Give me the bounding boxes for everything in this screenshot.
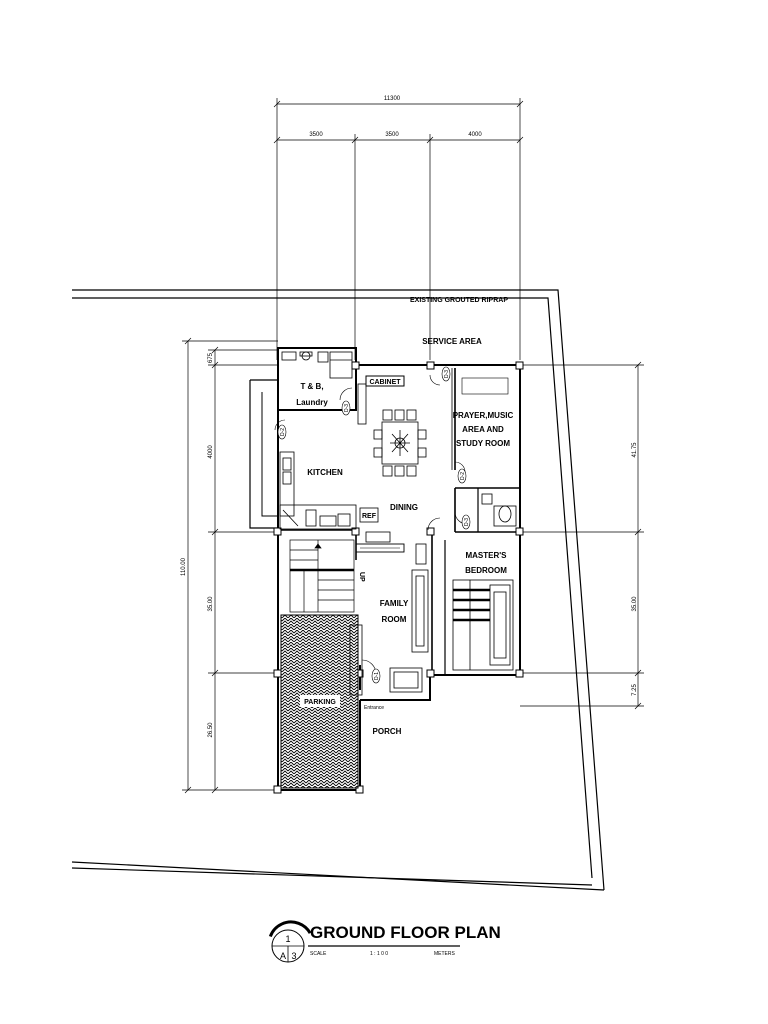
masters-label-line2: BEDROOM [465, 566, 507, 575]
master-toilet-fixtures [481, 493, 517, 527]
dim-left-1: 675 [208, 352, 214, 363]
dim-top-1: 3500 [309, 132, 323, 138]
ref-label: REF [362, 513, 377, 520]
door-tag-d2-kitchen: D-2 [280, 428, 286, 436]
dining-table [373, 409, 427, 477]
parking-label: PARKING [304, 699, 336, 706]
prayer-label-line3: STUDY ROOM [456, 439, 510, 448]
cabinet-shape [365, 375, 405, 387]
page-title: GROUND FLOOR PLAN [310, 923, 501, 942]
prayer-label-line1: PRAYER,MUSIC [453, 411, 514, 420]
left-dimensions [182, 337, 278, 794]
ref-shape [359, 507, 379, 523]
dim-right-1: 41.75 [632, 442, 638, 458]
buffet-shape [355, 543, 405, 553]
masters-furniture [452, 579, 514, 671]
stairs [289, 539, 355, 613]
scale-label: SCALE [310, 951, 327, 957]
sheet-letter: A [280, 951, 286, 961]
family-label-line2: ROOM [382, 615, 407, 624]
masters-label-line1: MASTER'S [465, 551, 507, 560]
detail-number: 1 [285, 934, 290, 944]
up-label: UP [358, 572, 365, 582]
prayer-label-line2: AREA AND [462, 425, 504, 434]
dining-label: DINING [390, 503, 418, 512]
family-sofa [389, 543, 429, 693]
entrance-label: Entrance [364, 705, 384, 711]
dim-left-2: 4000 [208, 445, 214, 459]
prayer-desk [461, 377, 509, 395]
columns [273, 361, 524, 794]
door-tag-d3-tb: D-3 [344, 404, 350, 412]
tb-label-line1: T & B, [300, 382, 323, 391]
dim-left-3: 35.00 [208, 596, 214, 612]
door-tags [277, 366, 471, 684]
tb-fixtures [281, 351, 353, 379]
dim-top-total: 11300 [384, 96, 401, 102]
riprap-label: EXISTING GROUTED RIPRAP [410, 297, 508, 304]
scale-value: 1 : 1 0 0 [370, 951, 388, 957]
dim-top-2: 3500 [385, 132, 399, 138]
dim-top-3: 4000 [468, 132, 482, 138]
dim-left-total: 110.00 [181, 557, 187, 576]
door-tag-d1-entrance: D-1 [374, 672, 380, 680]
units-label: METERS [434, 951, 456, 957]
service-area-label: SERVICE AREA [422, 337, 482, 346]
top-dimensions [273, 98, 524, 360]
door-tag-d2-prayer: D-2 [460, 472, 466, 480]
kitchen-label: KITCHEN [307, 468, 343, 477]
dim-right-2: 35.00 [632, 596, 638, 612]
dim-right-3: 7.25 [632, 684, 638, 696]
cabinet-label: CABINET [369, 379, 401, 386]
dim-left-4: 26.50 [208, 722, 214, 738]
kitchen-counter [279, 451, 357, 530]
walls [249, 347, 521, 791]
door-tag-d3-master-tb: D-3 [464, 518, 470, 526]
family-label-line1: FAMILY [380, 599, 409, 608]
tb-label-line2: Laundry [296, 398, 328, 407]
right-dimensions [520, 361, 644, 710]
site-boundary [71, 289, 605, 891]
sheet-number: 3 [291, 951, 296, 961]
door-tag-d3-service: D-3 [444, 370, 450, 378]
porch-label: PORCH [373, 727, 402, 736]
counter-shape [357, 383, 367, 425]
